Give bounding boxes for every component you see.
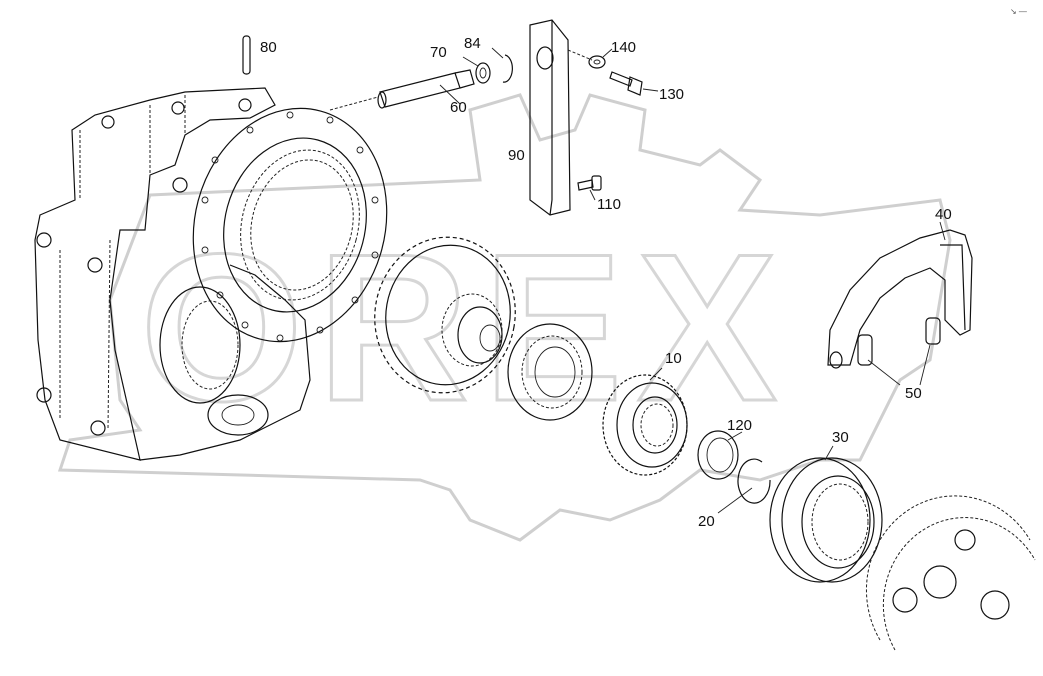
callout-labels: 80 70 84 140 130 60 90 110 40 10 50 120 … [260, 35, 952, 530]
callout-20: 20 [698, 513, 715, 530]
bearing [507, 323, 593, 421]
callout-110: 110 [597, 196, 621, 213]
part-ring-120 [697, 430, 739, 480]
part-pads-50 [857, 317, 941, 366]
ring-flange [192, 107, 388, 343]
watermark-gear-outline [57, 93, 952, 542]
callout-120: 120 [727, 417, 752, 434]
part-sleeve-30 [769, 457, 883, 583]
leader-lines [439, 47, 946, 514]
spur-gear [374, 236, 516, 394]
part-washer-140 [588, 55, 606, 69]
callout-80: 80 [260, 39, 277, 56]
callout-70: 70 [430, 44, 447, 61]
corner-mark: ↘ — [1010, 7, 1027, 16]
callout-40: 40 [935, 206, 952, 223]
callout-84: 84 [464, 35, 481, 52]
part-fork-40 [827, 229, 973, 369]
part-rings-70-84 [475, 54, 513, 84]
callout-130: 130 [659, 86, 684, 103]
part-shaft-60 [329, 69, 475, 111]
watermark: OREX [57, 93, 952, 542]
callout-140: 140 [611, 39, 636, 56]
part-bolt-130 [609, 71, 643, 96]
part-lever-90 [529, 19, 593, 216]
callout-90: 90 [508, 147, 525, 164]
part-sleeve-10 [602, 374, 688, 476]
callout-30: 30 [832, 429, 849, 446]
part-pin-80 [242, 35, 251, 75]
callout-60: 60 [450, 99, 467, 116]
part-snapring-20 [737, 458, 771, 504]
callout-10: 10 [665, 350, 682, 367]
part-bolt-110 [577, 175, 602, 191]
gearbox-housing [34, 87, 311, 461]
planet-carrier [866, 495, 1036, 651]
callout-50: 50 [905, 385, 922, 402]
